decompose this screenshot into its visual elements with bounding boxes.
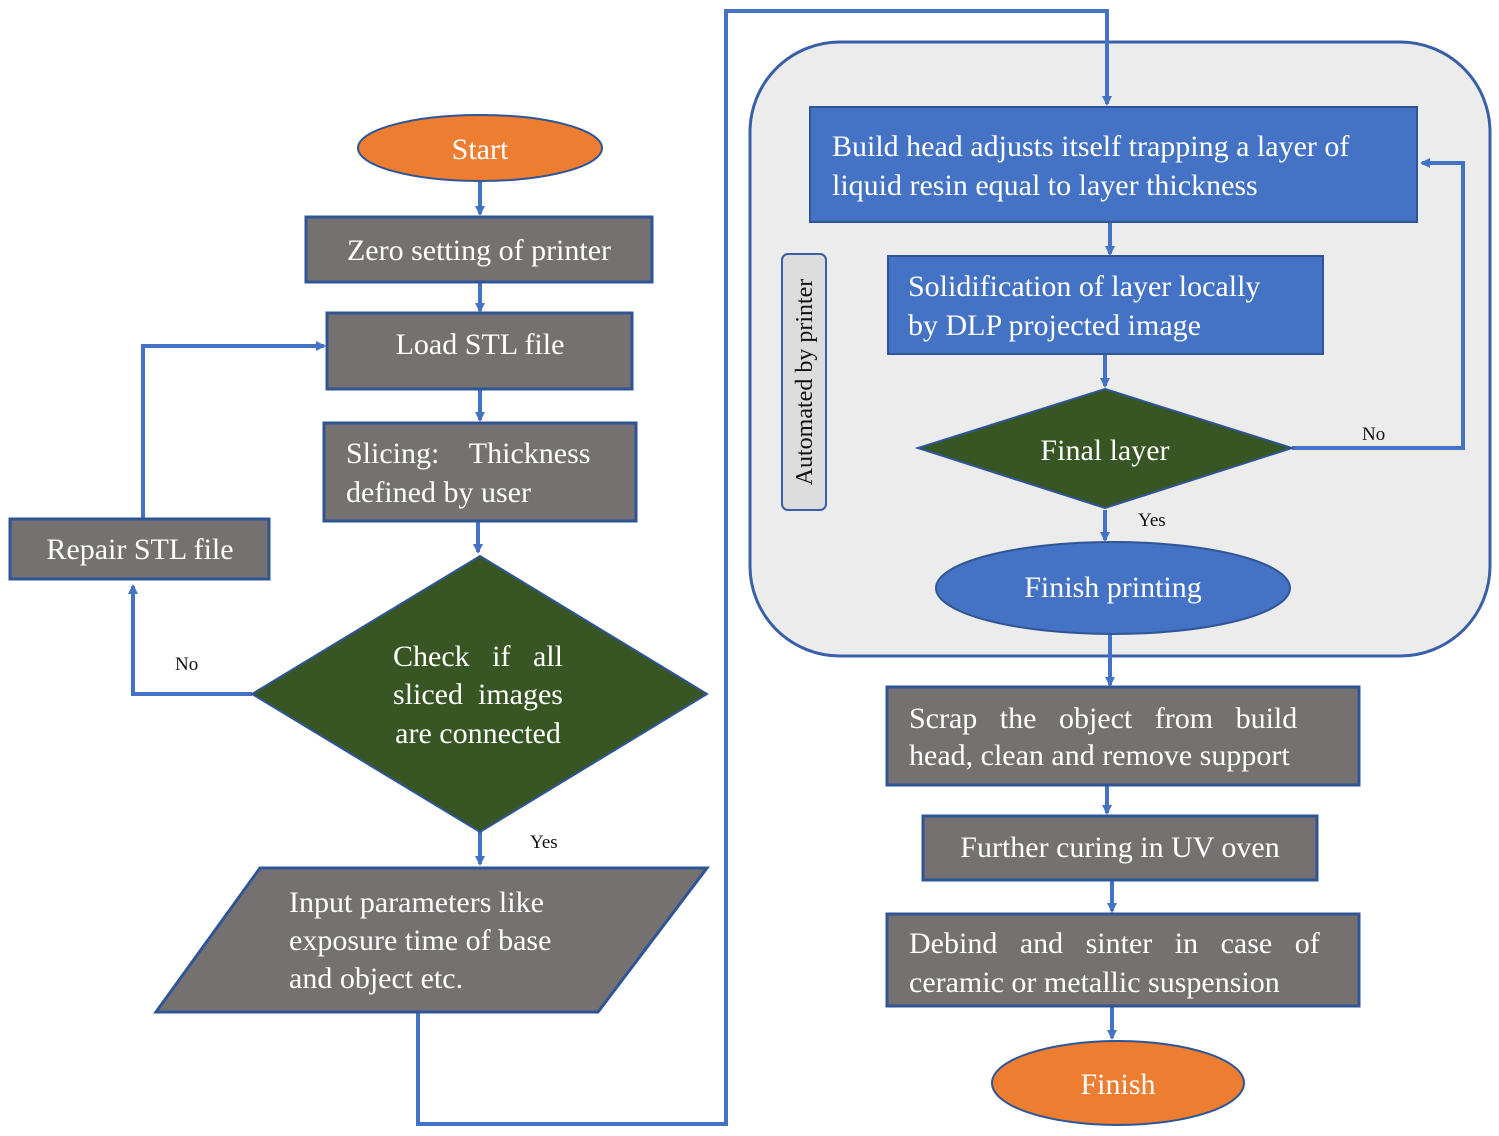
svg-text:are connected: are connected <box>395 717 561 750</box>
edge-final-build-no <box>1292 158 1465 450</box>
node-repair-stl: Repair STL file <box>8 517 271 581</box>
node-check-connected: Check if all sliced images are connected <box>250 554 709 834</box>
svg-text:defined by user: defined by user <box>346 476 531 509</box>
svg-text:Build head adjusts itself trap: Build head adjusts itself trapping a lay… <box>832 130 1349 163</box>
edge-repair-load <box>141 341 326 518</box>
svg-text:head, clean and remove support: head, clean and remove support <box>909 739 1290 772</box>
svg-text:Zero setting of printer: Zero setting of printer <box>347 234 611 267</box>
svg-text:Finish: Finish <box>1080 1068 1155 1101</box>
svg-text:Further curing in UV oven: Further curing in UV oven <box>960 831 1279 864</box>
svg-text:ceramic or metallic suspension: ceramic or metallic suspension <box>909 966 1280 999</box>
node-build-head: Build head adjusts itself trapping a lay… <box>809 106 1418 223</box>
node-load-stl: Load STL file <box>325 311 634 391</box>
edge-check-repair-no <box>128 584 252 696</box>
node-finish: Finish <box>991 1040 1245 1126</box>
svg-text:liquid resin equal to layer th: liquid resin equal to layer thickness <box>832 169 1258 202</box>
node-solidification: Solidification of layer locally by DLP p… <box>887 255 1324 355</box>
svg-text:sliced images: sliced images <box>393 678 563 711</box>
node-zero-setting: Zero setting of printer <box>304 215 654 284</box>
node-input-parameters: Input parameters like exposure time of b… <box>153 866 711 1014</box>
node-debind-sinter: Debind and sinter in case of ceramic or … <box>885 912 1361 1008</box>
edge-label-check-no: No <box>175 654 198 675</box>
svg-text:Final layer: Final layer <box>1040 434 1169 467</box>
svg-text:exposure time of base: exposure time of base <box>289 924 551 957</box>
svg-text:and object etc.: and object etc. <box>289 962 463 995</box>
svg-text:Load STL file: Load STL file <box>396 328 565 361</box>
svg-text:Start: Start <box>452 133 509 166</box>
node-slicing: Slicing: Thickness defined by user <box>322 421 638 523</box>
svg-text:Scrap the object from: Scrap the object from build <box>909 702 1297 735</box>
node-scrap-object: Scrap the object from build head, clean … <box>885 685 1361 787</box>
node-finish-printing: Finish printing <box>935 541 1291 635</box>
edge-input-build <box>416 9 1112 1126</box>
node-start: Start <box>357 114 603 182</box>
automated-group-label-box <box>781 253 827 511</box>
svg-text:Repair STL file: Repair STL file <box>46 533 233 566</box>
edge-label-check-yes: Yes <box>530 832 558 853</box>
svg-text:Input parameters like: Input parameters like <box>289 886 544 919</box>
edge-label-final-no: No <box>1362 424 1385 445</box>
edge-label-final-yes: Yes <box>1138 510 1166 531</box>
svg-text:by DLP projected image: by DLP projected image <box>908 309 1201 342</box>
svg-text:Debind and sinter in c: Debind and sinter in case of <box>909 927 1320 960</box>
node-final-layer: Final layer <box>914 387 1296 510</box>
svg-text:Finish printing: Finish printing <box>1024 571 1202 604</box>
node-uv-curing: Further curing in UV oven <box>921 814 1319 882</box>
svg-text:Check if all: Check if all <box>393 640 563 673</box>
svg-text:Solidification of layer locall: Solidification of layer locally <box>908 270 1260 303</box>
svg-text:Slicing: Thickness: Slicing: Thickness <box>346 437 590 470</box>
automated-group-label: Automated by printer <box>792 279 818 486</box>
